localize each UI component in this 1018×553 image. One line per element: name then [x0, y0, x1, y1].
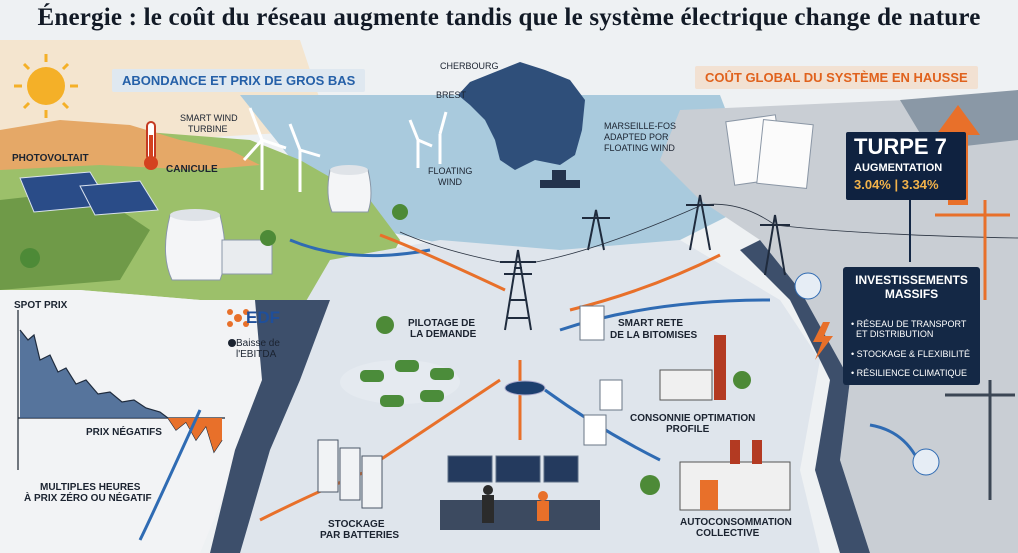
label-smart-wind-2: TURBINE: [188, 124, 228, 134]
ship-icon: [540, 170, 580, 188]
banner-abondance: ABONDANCE ET PRIX DE GROS BAS: [112, 69, 366, 92]
factory-icon: [659, 335, 791, 511]
label-consommie-1: CONSONNIE OPTIMATION: [630, 413, 756, 424]
label-smart-rete-2: DE LA BITOMISES: [610, 330, 698, 341]
label-canicule: CANICULE: [166, 164, 218, 175]
thermometer-icon: [144, 121, 158, 170]
turpe-subtitle: AUGMENTATION: [854, 162, 943, 174]
investments-title-1: INVESTISSEMENTS: [855, 273, 968, 287]
orange-hills: [0, 120, 260, 170]
investment-item: • STOCKAGE & FLEXIBILITÉ: [851, 349, 971, 359]
turpe-box: TURPE 7 AUGMENTATION 3.04% | 3.34%: [846, 132, 966, 200]
label-prix-negatifs: PRIX NÉGATIFS: [86, 427, 162, 438]
investments-title-2: MASSIFS: [884, 287, 939, 301]
edf-logo-icon: [227, 309, 249, 327]
label-floating-wind-2: WIND: [438, 177, 462, 187]
investment-item: ET DISTRIBUTION: [851, 329, 934, 339]
banner-cout-global: COÛT GLOBAL DU SYSTÈME EN HAUSSE: [695, 66, 978, 89]
turpe-title: TURPE 7: [854, 134, 947, 159]
label-autoconso-2: COLLECTIVE: [696, 528, 760, 539]
battery-icon: [317, 439, 383, 509]
sun-icon: [14, 54, 78, 118]
edf-logo: EDF: [246, 308, 280, 327]
label-marseille-3: FLOATING WIND: [604, 143, 675, 153]
page-title: Énergie : le coût du réseau augmente tan…: [37, 4, 981, 31]
right-land: [660, 95, 1018, 553]
label-marseille-1: MARSEILLE-FOS: [604, 121, 677, 131]
label-baisse-2: l'EBITDA: [236, 349, 277, 360]
control-room-icon: [440, 455, 600, 530]
fan-icon: [794, 272, 940, 476]
lightning-icon: [813, 322, 833, 360]
left-cliff-rock: [210, 300, 330, 553]
label-smart-wind-1: SMART WIND: [180, 113, 238, 123]
label-pilotage-1: PILOTAGE DE: [408, 318, 476, 329]
price-area-negative: [168, 418, 222, 452]
turpe-values: 3.04% | 3.34%: [854, 177, 939, 192]
label-floating-wind-1: FLOATING: [428, 166, 473, 176]
label-autoconso-1: AUTOCONSOMMATION: [680, 517, 792, 528]
pylon-icon: [500, 194, 790, 331]
investment-item: • RÉSEAU DE TRANSPORT: [851, 319, 967, 329]
power-lines: [399, 203, 1018, 263]
label-baisse-1: Baisse de: [236, 338, 280, 349]
label-spot-prix: SPOT PRIX: [14, 300, 68, 311]
label-stockage-2: PAR BATTERIES: [320, 530, 400, 541]
investment-item: • RÉSILIENCE CLIMATIQUE: [851, 368, 968, 378]
label-multiples-2: À PRIX ZÉRO OU NÉGATIF: [24, 493, 152, 504]
right-cliff-rock: [740, 240, 870, 553]
tree-icon: [20, 204, 751, 495]
wind-turbine-icon: [242, 107, 448, 192]
label-pilotage-2: LA DEMANDE: [410, 329, 477, 340]
label-stockage-1: STOCKAGE: [328, 519, 385, 530]
label-marseille-2: ADAPTED POR: [604, 132, 669, 142]
label-consommie-2: PROFILE: [666, 424, 710, 435]
label-multiples-1: MULTIPLES HEURES: [40, 482, 141, 493]
price-area-positive: [20, 330, 168, 418]
label-cherbourg: CHERBOURG: [440, 61, 499, 71]
smart-meter-icon: [579, 305, 623, 446]
hub-icon: [504, 380, 546, 396]
arrow-down-icon: [228, 339, 236, 347]
crane-icon: [935, 200, 1015, 500]
solar-panel-icon: [19, 171, 159, 216]
label-photovoltait: PHOTOVOLTAIT: [12, 153, 89, 164]
left-cliff: [0, 290, 330, 553]
document-icon: [725, 114, 814, 189]
france-map: [458, 62, 585, 170]
electric-car-icon: [340, 360, 460, 407]
nuclear-plant-icon: [164, 165, 372, 281]
label-smart-rete-1: SMART RETE: [618, 318, 683, 329]
label-brest: BREST: [436, 90, 467, 100]
left-land-dark: [0, 190, 150, 290]
